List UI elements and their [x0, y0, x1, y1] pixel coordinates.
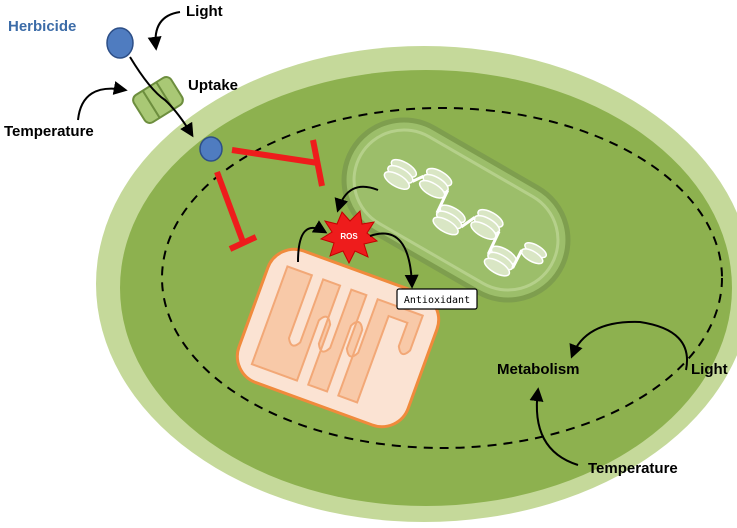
thylakoid-stack	[520, 242, 548, 265]
cristae	[250, 265, 425, 404]
thylakoid-stack	[383, 158, 418, 190]
antioxidant-label: Antioxidant	[404, 295, 470, 306]
cell-cytoplasm	[120, 70, 732, 506]
thylakoid-stack	[432, 204, 466, 236]
temperature-label-left: Temperature	[4, 123, 94, 140]
chloroplast-to-ros-arrow	[334, 185, 379, 213]
light-label-top: Light	[186, 3, 223, 20]
herbicide-molecule-outside	[106, 27, 134, 59]
uptake-transporter	[132, 76, 184, 124]
uptake-arrow	[129, 56, 194, 138]
chloroplast	[341, 117, 571, 303]
inhibition-to-chloroplast	[231, 139, 325, 187]
light-label-right: Light	[691, 361, 728, 378]
temperature-arrow-bottom	[529, 387, 579, 466]
mitochondrion-to-ros-arrow	[297, 220, 328, 263]
inhibition-to-mitochondrion	[214, 170, 258, 252]
nucleus-boundary	[161, 107, 723, 449]
ros-label: ROS	[340, 232, 358, 241]
thylakoid-stack	[470, 208, 504, 240]
metabolism-label: Metabolism	[497, 361, 580, 378]
temperature-arrow-left	[77, 81, 128, 121]
uptake-label: Uptake	[188, 77, 238, 94]
stroma-lamellae	[411, 174, 524, 269]
ros-to-antioxidant-arrow	[369, 232, 419, 289]
temperature-label-bottom: Temperature	[588, 460, 678, 477]
thylakoid-stack	[418, 167, 453, 199]
antioxidant-box	[396, 288, 478, 310]
thylakoid-stack	[483, 245, 518, 277]
mitochondrion	[235, 247, 441, 429]
ros-burst	[319, 209, 379, 265]
light-arrow-right	[569, 320, 688, 371]
herbicide-molecule-inside	[199, 136, 223, 162]
herbicide-label: Herbicide	[8, 18, 76, 35]
light-arrow-top	[147, 11, 181, 51]
